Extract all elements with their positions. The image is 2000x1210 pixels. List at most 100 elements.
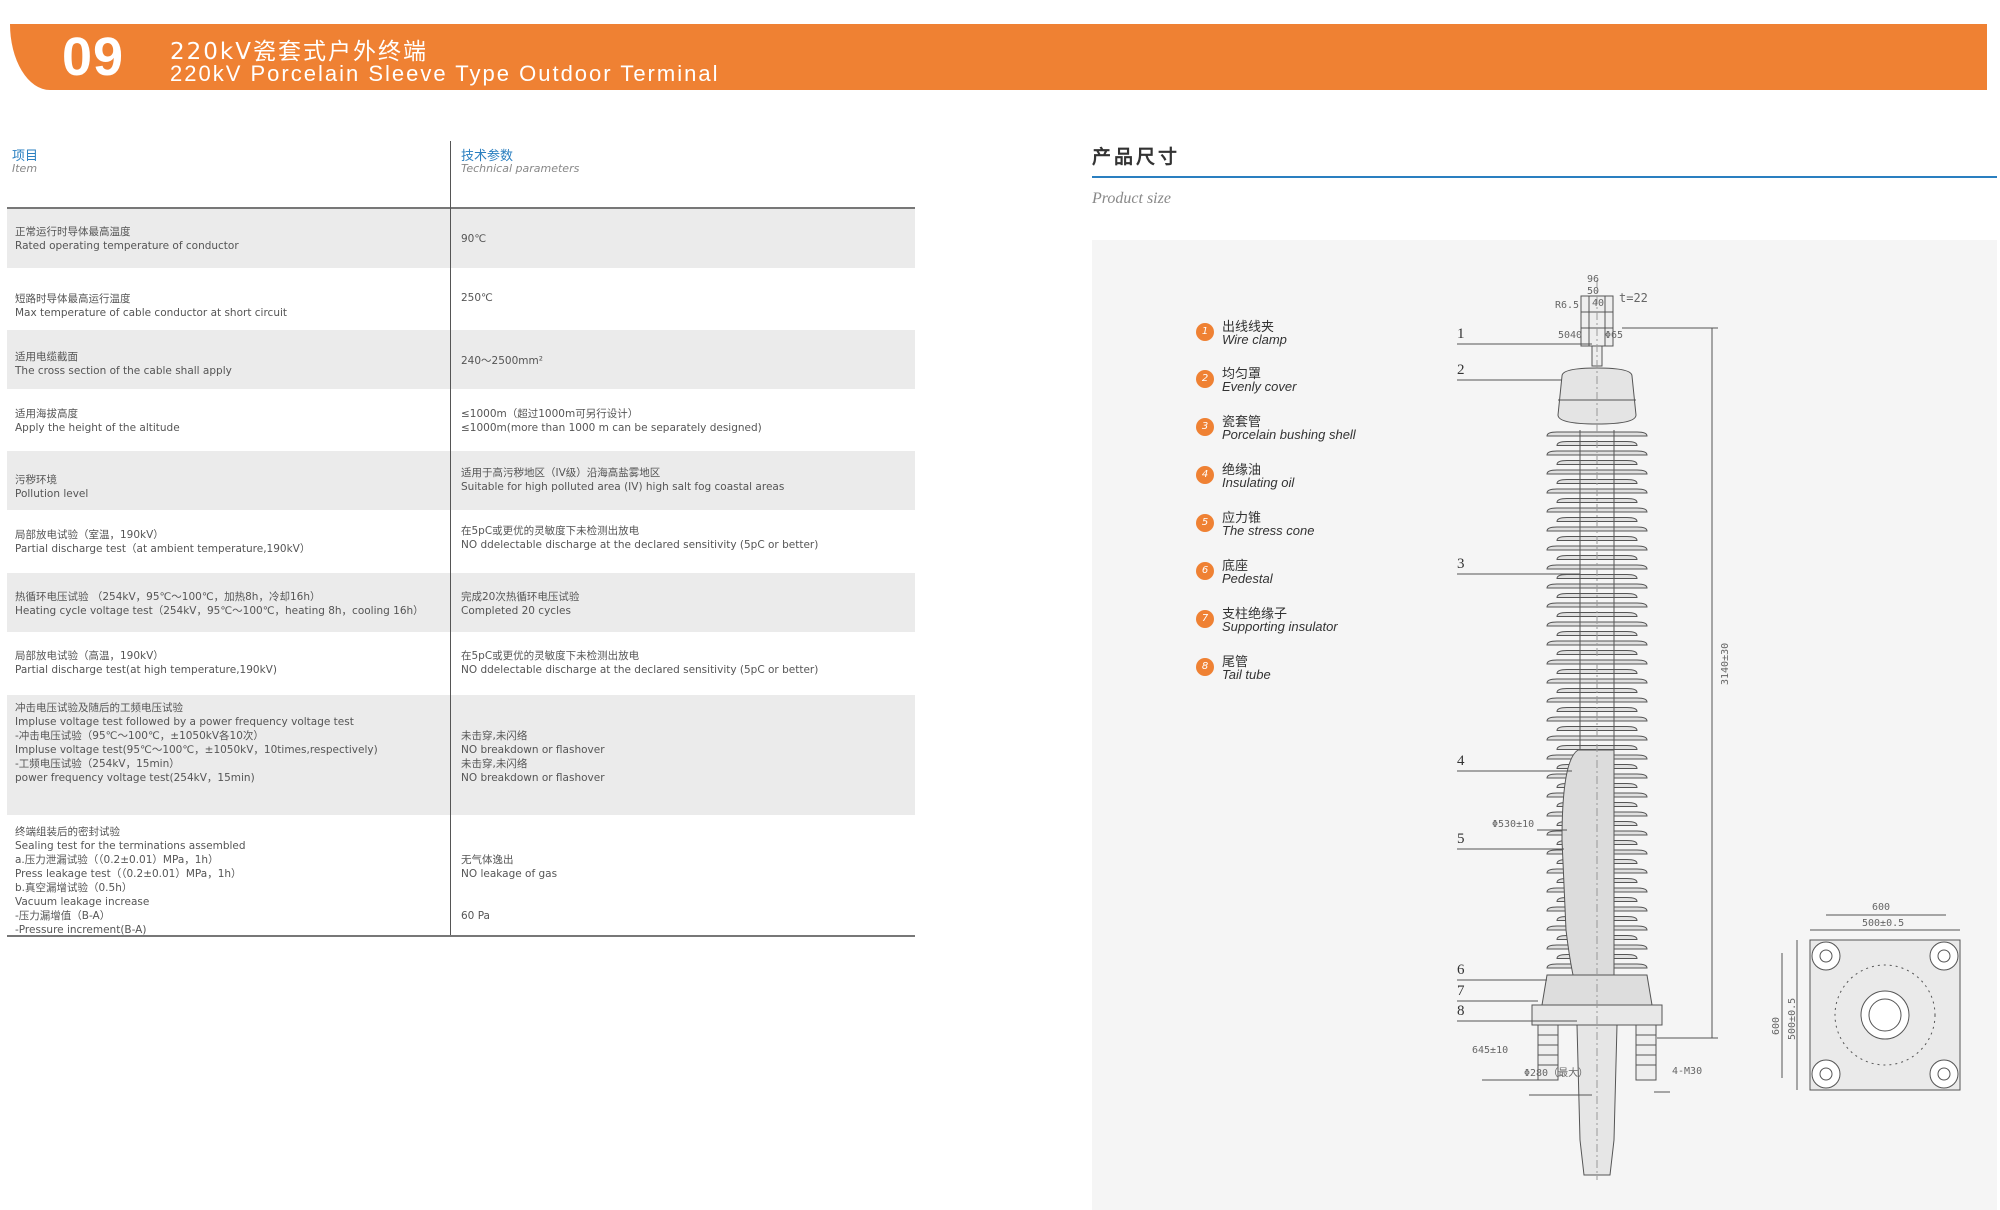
title-en: 220kV Porcelain Sleeve Type Outdoor Term… [170,61,720,86]
legend-number: 3 [1196,418,1214,436]
legend-cn: 瓷套管 [1222,415,1262,430]
table-bottom-rule [7,935,915,937]
porcelain-shed [1546,526,1648,532]
table-row: 冲击电压试验及随后的工频电压试验 Impluse voltage test fo… [7,695,915,815]
section-number: 09 [62,27,125,87]
col-item-en: Item [12,162,38,175]
porcelain-shed [1556,612,1638,617]
dim-40-top: 40 [1592,298,1604,309]
legend-cn: 支柱绝缘子 [1222,607,1288,622]
callout-8: 8 [1457,1003,1465,1019]
table-row: 适用电缆截面 The cross section of the cable sh… [7,330,915,389]
dim-40-side: 40 [1570,330,1582,341]
legend-number: 2 [1196,370,1214,388]
dim-plan-600-h: 600 [1872,902,1890,913]
table-row: 局部放电试验（高温，190kV） Partial discharge test(… [7,634,915,693]
row-param: ≤1000m（超过1000m可另行设计） ≤1000m(more than 10… [461,408,762,434]
callout-5: 5 [1457,831,1465,847]
dim-bolts: 4-M30 [1672,1066,1702,1077]
row-param: 90℃ [461,233,487,245]
terminal-drawing: 96 50 40 t=22 R6.5 50 40 Φ65 3140±30 Φ53… [1457,274,1961,1180]
legend-cn: 尾管 [1222,655,1249,670]
row-item: 适用电缆截面 The cross section of the cable sh… [15,351,232,377]
porcelain-shed [1546,735,1648,741]
callout-4: 4 [1457,753,1465,769]
porcelain-shed [1556,688,1638,693]
row-item: 污秽环境 Pollution level [15,474,89,500]
table-row: 适用海拔高度 Apply the height of the altitude … [7,390,915,449]
porcelain-shed [1546,431,1648,437]
row-param: 在5pC或更优的灵敏度下未检测出放电 NO ddelectable discha… [461,650,819,676]
dim-radius: R6.5 [1555,300,1579,311]
dim-plan-600-v: 600 [1771,1017,1782,1035]
legend-en: Evenly cover [1222,379,1297,394]
table-row: 热循环电压试验 （254kV，95℃～100℃，加热8h，冷却16h） Heat… [7,573,915,632]
legend-en: Tail tube [1222,667,1271,682]
legend-number: 8 [1196,658,1214,676]
row-param: 完成20次热循环电压试验 Completed 20 cycles [461,591,580,617]
legend-number: 7 [1196,610,1214,628]
table-row: 局部放电试验（室温，190kV） Partial discharge test（… [7,512,915,571]
legend-cn: 底座 [1222,559,1249,574]
dim-height: 3140±30 [1720,643,1731,685]
callout-7: 7 [1457,983,1465,999]
callout-1: 1 [1457,326,1465,342]
dim-diameter-65: Φ65 [1605,330,1623,341]
callout-6: 6 [1457,962,1465,978]
stress-cone-shape [1561,749,1615,1001]
legend-cn: 应力锥 [1222,511,1262,526]
product-size-title-cn: 产品尺寸 [1092,146,1181,168]
column-divider [450,141,451,936]
wire-clamp-shape [1580,295,1614,347]
porcelain-shed [1556,574,1638,579]
legend-number: 6 [1196,562,1214,580]
row-param: 250℃ [461,292,493,304]
legend-en: Porcelain bushing shell [1222,427,1356,442]
legend-en: Supporting insulator [1222,619,1338,634]
product-size-rule [1092,176,1997,178]
dim-diameter-530: Φ530±10 [1492,819,1534,830]
porcelain-shed [1546,564,1648,570]
legend-number: 5 [1196,514,1214,532]
legend-cn: 均匀罩 [1222,367,1262,382]
dim-50-top: 50 [1587,286,1599,297]
row-param: 适用于高污秽地区（IV级）沿海高盐雾地区 Suitable for high p… [461,467,785,493]
row-item: 短路时导体最高运行温度 Max temperature of cable con… [15,293,288,319]
legend-en: The stress cone [1222,523,1315,538]
table-header: 项目 Item 技术参数 Technical parameters [7,141,915,209]
row-item: 终端组装后的密封试验 Sealing test for the terminat… [15,826,246,936]
row-item: 局部放电试验（高温，190kV） Partial discharge test(… [15,650,277,676]
table-row: 污秽环境 Pollution level 适用于高污秽地区（IV级）沿海高盐雾地… [7,451,915,510]
table-row: 短路时导体最高运行温度 Max temperature of cable con… [7,270,915,329]
row-param: 240～2500mm² [461,355,543,367]
row-param: 无气体逸出 NO leakage of gas 60 Pa [461,854,558,922]
title-cn: 220kV瓷套式户外终端 [170,39,428,65]
row-item: 热循环电压试验 （254kV，95℃～100℃，加热8h，冷却16h） Heat… [15,591,424,617]
legend-en: Pedestal [1222,571,1273,586]
porcelain-shed [1546,659,1648,665]
table-row: 正常运行时导体最高温度 Rated operating temperature … [7,209,915,268]
legend-cn: 出线线夹 [1222,320,1275,335]
porcelain-shed [1556,479,1638,484]
product-size-title-en: Product size [1092,190,1171,207]
callout-2: 2 [1457,362,1465,378]
table-row: 终端组装后的密封试验 Sealing test for the terminat… [7,817,915,936]
row-param: 在5pC或更优的灵敏度下未检测出放电 NO ddelectable discha… [461,525,819,551]
col-item-cn: 项目 [12,149,39,164]
dim-thickness: t=22 [1619,291,1648,305]
row-param: 未击穿,未闪络 NO breakdown or flashover 未击穿,未闪… [461,730,605,784]
dim-plan-500-h: 500±0.5 [1862,918,1904,929]
dim-96: 96 [1587,274,1599,285]
dim-50-side: 50 [1558,330,1570,341]
legend-number: 1 [1196,323,1214,341]
callout-3: 3 [1457,556,1465,572]
row-item: 冲击电压试验及随后的工频电压试验 Impluse voltage test fo… [15,702,378,784]
legend-en: Wire clamp [1222,332,1287,347]
row-item: 正常运行时导体最高温度 Rated operating temperature … [15,226,239,252]
dim-645: 645±10 [1472,1045,1508,1056]
support-insulator-right [1635,1024,1657,1081]
row-item: 适用海拔高度 Apply the height of the altitude [15,408,180,434]
dim-diameter-280: Φ280（最大） [1524,1066,1588,1079]
legend-en: Insulating oil [1222,475,1295,490]
legend-cn: 绝缘油 [1222,463,1262,478]
